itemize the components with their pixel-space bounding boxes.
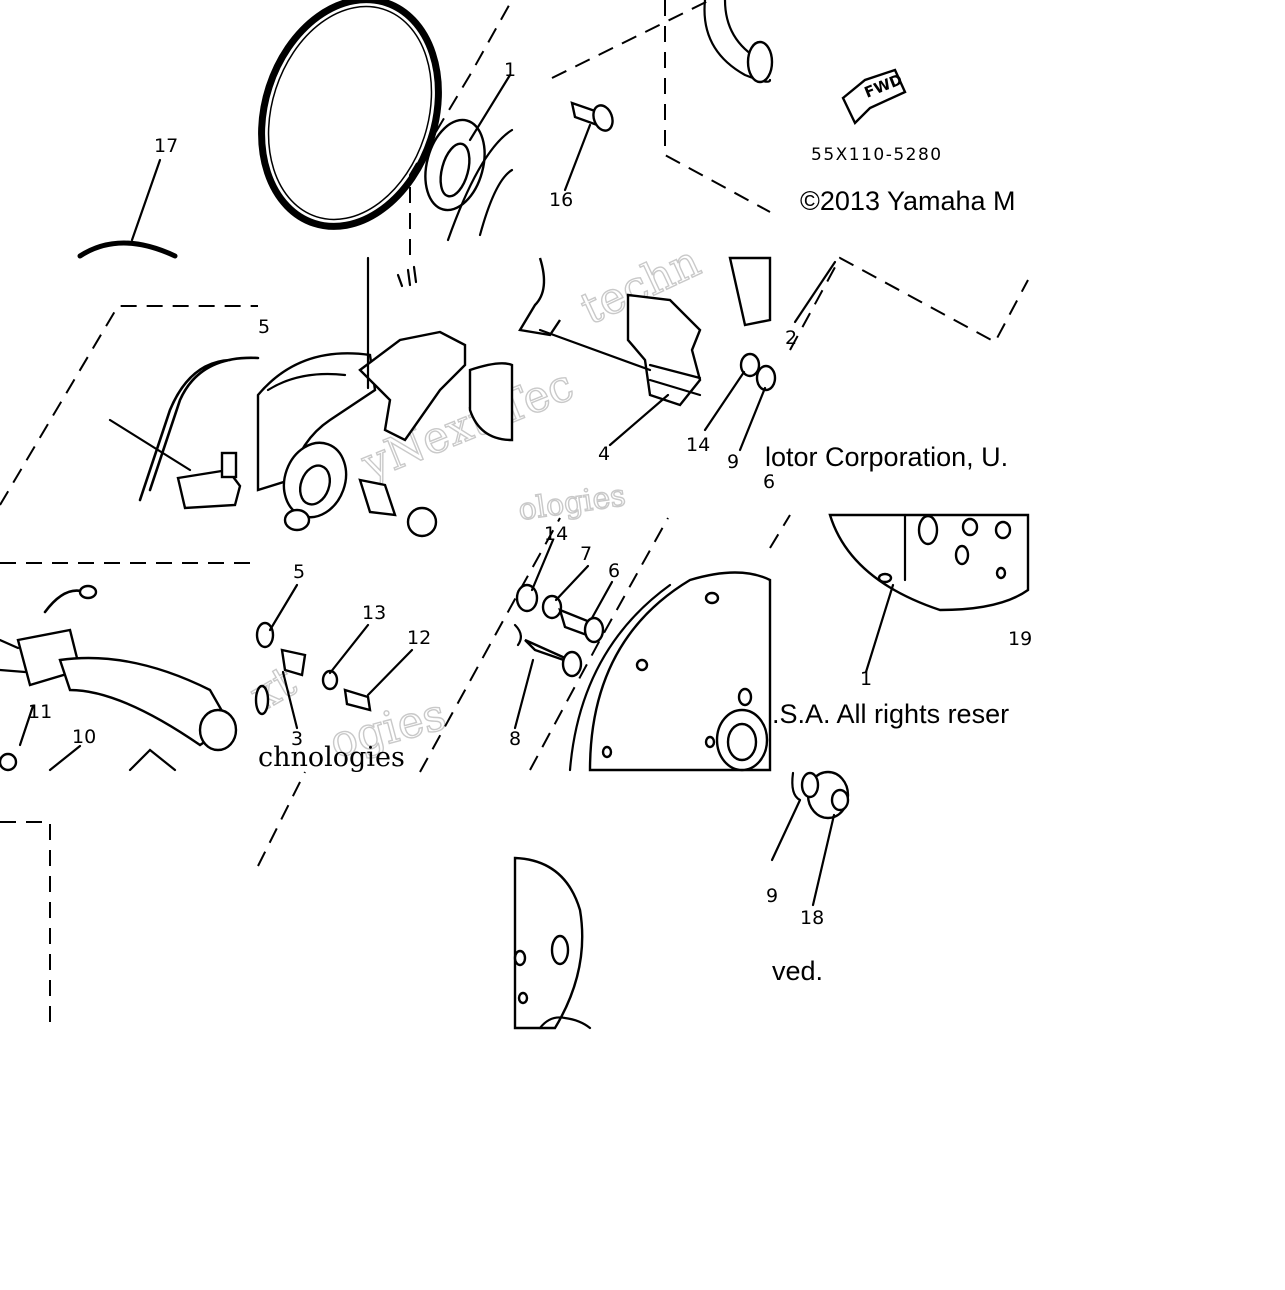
callout-5: 5: [258, 316, 270, 338]
flywheel-top: [703, 0, 774, 84]
callout-19: 19: [1008, 628, 1032, 650]
bushing-parts: [791, 770, 850, 820]
callout-5: 5: [293, 561, 305, 583]
callout-7: 7: [580, 543, 592, 565]
callout-6: 6: [763, 471, 775, 493]
bolt-set: [513, 583, 605, 678]
callout-8: 8: [509, 728, 521, 750]
screw-part: [570, 101, 614, 132]
tile-seams: [770, 770, 1028, 1028]
callout-1: 1: [504, 59, 516, 81]
copyright-line-2: lotor Corporation, U.: [765, 442, 1008, 472]
callout-1: 1: [860, 668, 872, 690]
o-ring: [258, 0, 442, 230]
callout-12: 12: [407, 627, 431, 649]
callout-9: 9: [727, 451, 739, 473]
callout-14: 14: [544, 523, 568, 545]
wire-harness: [108, 356, 260, 510]
lead-wire-assembly: [0, 584, 238, 772]
callout-16: 16: [549, 189, 573, 211]
flywheel-rotor: [568, 571, 772, 772]
callout-3: 3: [291, 728, 303, 750]
small-fasteners: [254, 621, 372, 716]
callout-4: 4: [598, 443, 610, 465]
copyright-line-3: .S.A. All rights reser: [772, 699, 1009, 729]
callout-numbers: 17 16 1 5 2 4 14 9 6 5 13 12 3 11 10 14 …: [28, 59, 1032, 929]
callout-10: 10: [72, 726, 96, 748]
callout-9: 9: [766, 885, 778, 907]
callout-6: 6: [608, 560, 620, 582]
watermark-fragment: ologies: [516, 478, 627, 528]
callout-14: 14: [686, 434, 710, 456]
callout-2: 2: [785, 327, 797, 349]
leader-lines: [18, 73, 895, 907]
callout-18: 18: [800, 907, 824, 929]
starter-disk: [513, 856, 592, 1030]
copyright-line-1: ©2013 Yamaha M: [800, 186, 1016, 216]
stator-assembly: [256, 256, 514, 538]
copyright-line-4: ved.: [772, 956, 823, 986]
rotor-cover: [828, 513, 1030, 612]
part-code: 55X110-5280: [811, 145, 943, 165]
callout-17: 17: [154, 135, 178, 157]
pulser-coil: [518, 256, 777, 407]
oil-seal: [424, 118, 514, 242]
ring-part: [77, 240, 178, 259]
fwd-arrow-icon: FWD: [841, 68, 907, 126]
watermark-fragment: chnologies: [258, 742, 405, 773]
callout-13: 13: [362, 602, 386, 624]
dashed-boundaries: [0, 0, 1029, 1026]
callout-11: 11: [28, 701, 52, 723]
